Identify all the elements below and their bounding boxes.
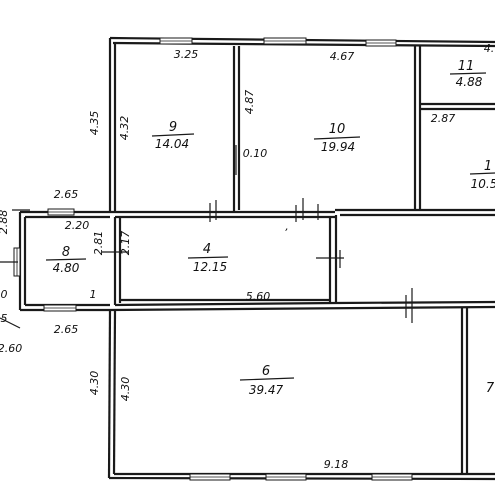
room-12-number: 1 [484, 159, 492, 174]
dim-4-67: 4.67 [330, 50, 355, 63]
door-marks [0, 145, 413, 329]
room-9-area: 14.04 [155, 137, 189, 151]
room-8-divider [45, 258, 87, 261]
room-8-number: 8 [62, 245, 70, 260]
room-labels: 9 14.04 10 19.94 11 4.88 1 10.5 4 12.15 … [45, 59, 495, 397]
dim-partial: 4. [484, 42, 495, 55]
dim-4-30-outer: 4.30 [88, 371, 101, 396]
dim-9-18: 9.18 [324, 458, 349, 471]
dim-4-35: 4.35 [88, 111, 101, 136]
dim-2-65-top: 2.65 [54, 188, 79, 201]
wall-left-lower-inner [112, 309, 117, 475]
room-11-divider [449, 72, 487, 75]
room-6-number: 6 [262, 364, 270, 379]
dim-2-87: 2.87 [431, 112, 456, 125]
room-9-divider [151, 133, 195, 137]
dim-2-20: 2.20 [65, 219, 90, 232]
dim-4-32: 4.32 [118, 116, 131, 141]
dim-5-60: 5.60 [246, 290, 271, 303]
dim-0-10: 0.10 [243, 147, 268, 160]
room-10-number: 10 [329, 122, 346, 137]
room-6-divider [239, 377, 295, 381]
dim-0: 0 [1, 288, 8, 301]
dimension-labels: 3.25 4.67 4. 4.35 4.32 4.87 0.10 2.87 2.… [0, 42, 494, 471]
mark-1: 1 [90, 288, 97, 301]
room-4-number: 4 [203, 242, 211, 257]
room-9-number: 9 [169, 120, 177, 135]
room-6-area: 39.47 [249, 383, 284, 397]
wall-4-bottom [114, 301, 337, 307]
room-4-divider [187, 256, 229, 259]
walls [18, 36, 495, 481]
dim-2-17: 2.17 [119, 231, 132, 256]
wall-corridor-bottom [335, 300, 495, 305]
wall-top-6 [109, 305, 495, 312]
room-11-area: 4.88 [456, 75, 483, 89]
dim-2-65-bottom: 2.65 [54, 323, 79, 336]
wall-left-lower [107, 309, 112, 479]
mark-comma: , [285, 220, 289, 233]
room-10-divider [313, 136, 361, 140]
dim-4-87: 4.87 [243, 90, 256, 115]
dim-2-81: 2.81 [92, 231, 105, 256]
dim-line [0, 317, 21, 329]
dim-2-60: 2.60 [0, 342, 22, 355]
room-11-number: 11 [458, 59, 475, 74]
dim-2-88: 2.88 [0, 210, 10, 235]
dim-5: 5 [1, 312, 8, 325]
dim-4-30-inner: 4.30 [119, 377, 132, 402]
room-8-area: 4.80 [53, 261, 80, 275]
room-7-number: 7 [486, 381, 495, 396]
dim-3-25: 3.25 [174, 48, 199, 61]
windows [13, 37, 413, 481]
room-10-area: 19.94 [321, 140, 355, 154]
room-12-divider [469, 172, 495, 175]
room-4-area: 12.15 [193, 260, 227, 274]
room-12-area: 10.5 [471, 177, 495, 191]
